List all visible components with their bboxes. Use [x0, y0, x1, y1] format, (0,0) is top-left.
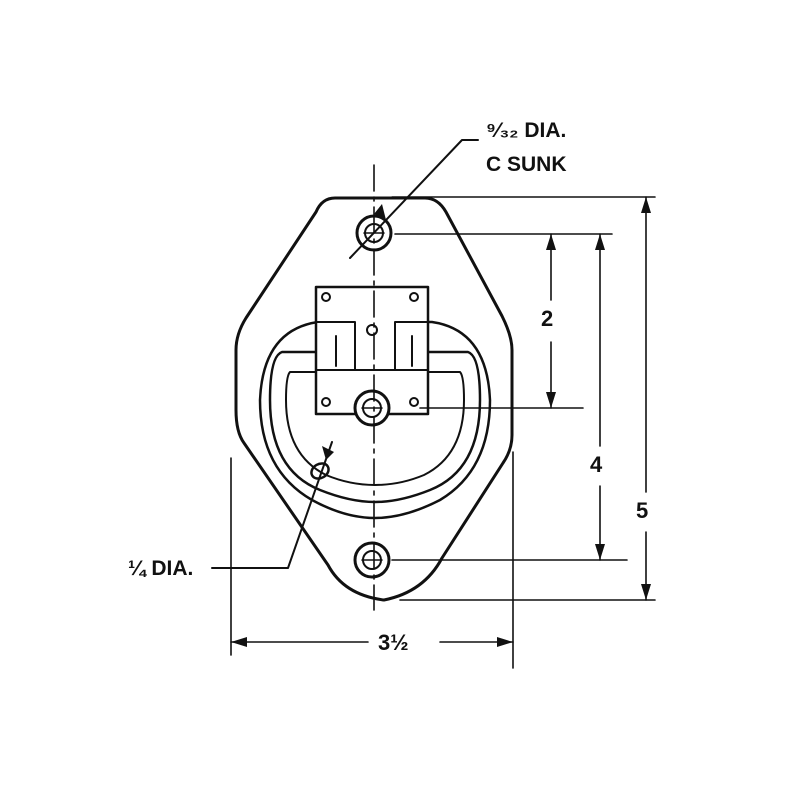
dim-label-width: 3½: [378, 630, 409, 655]
hole-dia-arrowhead: [322, 446, 334, 460]
d-ring-inner: [285, 371, 465, 486]
recess-outline: [258, 320, 492, 520]
dim-line-5: [641, 196, 651, 601]
drain-hole: [310, 462, 330, 480]
countersink-label-line1: ⁹⁄₃₂ DIA.: [486, 119, 567, 142]
countersink-arrowhead: [374, 204, 386, 220]
dim-label-2: 2: [541, 306, 554, 331]
bracket-corner-hole: [321, 397, 331, 407]
dim-line-width: [230, 637, 514, 647]
dim-line-4: [595, 233, 605, 561]
bracket-corner-hole: [409, 397, 419, 407]
bracket-corner-hole: [321, 292, 331, 302]
dim-line-2: [546, 233, 556, 409]
hole-dia-label: ¼ DIA.: [128, 557, 194, 580]
plate-outline: [234, 196, 514, 602]
bracket-rivet: [366, 324, 378, 336]
dim-label-5: 5: [636, 498, 649, 523]
dim-label-4: 4: [590, 452, 603, 477]
countersink-leader: [349, 139, 479, 259]
d-ring-outer: [268, 350, 482, 504]
hole-dia-leader: [211, 441, 333, 569]
countersink-label-line2: C SUNK: [486, 153, 567, 176]
bracket-corner-hole: [409, 292, 419, 302]
